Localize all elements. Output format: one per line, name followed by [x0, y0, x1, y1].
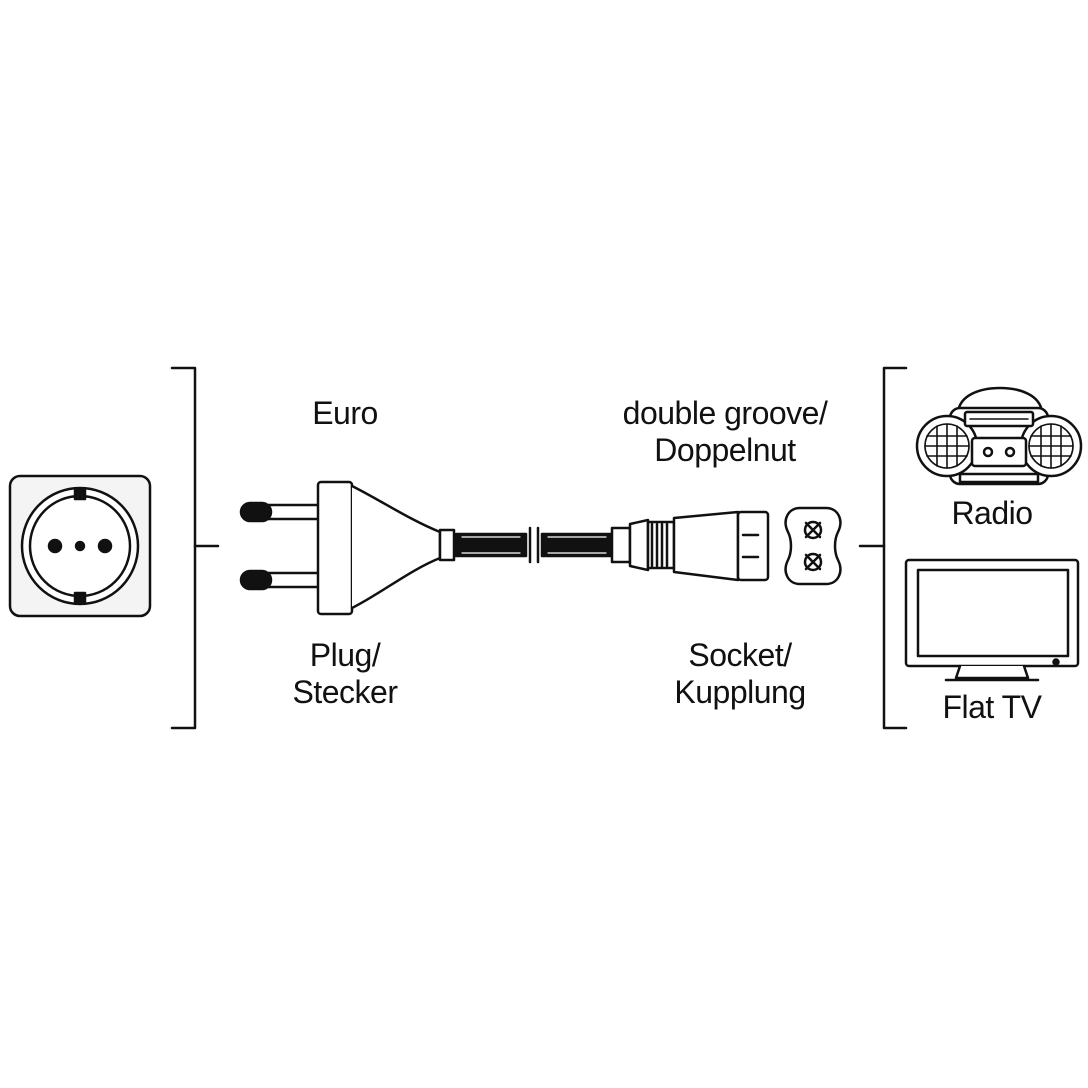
cable-break: [528, 526, 540, 564]
socket-label-line1: Socket/: [688, 637, 792, 673]
schuko-wall-socket-icon: [8, 474, 152, 618]
right-bracket: [858, 366, 908, 730]
plug-label-line1: Plug/: [309, 637, 381, 673]
radio-label: Radio: [951, 495, 1033, 531]
plug-label-line2: Stecker: [292, 674, 398, 710]
socket-label-line2: Kupplung: [674, 674, 806, 710]
boombox-radio-icon: [915, 386, 1083, 486]
double-groove-label-line2: Doppelnut: [654, 432, 796, 468]
left-bracket: [170, 366, 220, 730]
euro-plug-icon: [239, 480, 528, 616]
double-groove-label-line1: double groove/: [622, 395, 828, 431]
flat-tv-label: Flat TV: [942, 689, 1042, 725]
c7-connector-icon: [540, 510, 770, 582]
figure-8-socket-icon: [784, 506, 842, 586]
euro-label: Euro: [312, 395, 378, 431]
flat-tv-icon: [904, 558, 1080, 682]
